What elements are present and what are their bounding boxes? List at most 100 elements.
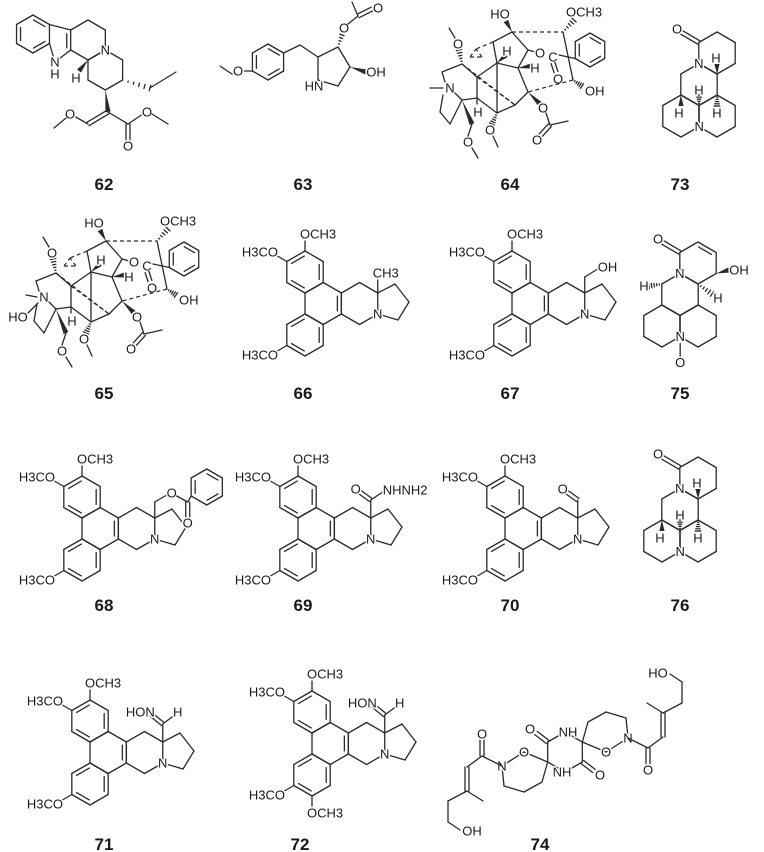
wedge-bond — [462, 100, 475, 125]
bond — [71, 699, 91, 712]
bond — [351, 1, 359, 17]
atom-label: O — [535, 46, 545, 61]
hashed-bond — [702, 286, 705, 290]
bond — [497, 255, 512, 265]
bond — [577, 508, 596, 519]
hashed-bond — [338, 36, 344, 40]
bond — [81, 538, 101, 551]
bond — [605, 711, 627, 719]
bond — [111, 276, 123, 302]
bond — [358, 281, 379, 294]
atom-label: H — [530, 61, 539, 76]
hashed-bond — [158, 237, 161, 240]
bond — [547, 313, 568, 326]
bond — [351, 538, 372, 551]
bond — [70, 271, 92, 287]
bond — [480, 344, 495, 354]
bond — [75, 791, 90, 801]
bond — [448, 27, 456, 39]
bond — [32, 14, 51, 26]
bond — [347, 753, 368, 766]
bond — [371, 706, 385, 718]
bond — [148, 270, 153, 282]
hashed-bond — [571, 17, 577, 23]
bond — [554, 61, 559, 73]
atom-label: OCH3 — [293, 452, 329, 467]
hashed-bond — [82, 331, 90, 335]
atom-label: O — [601, 745, 611, 760]
bond — [390, 526, 403, 546]
bond — [504, 506, 524, 519]
bond — [697, 335, 717, 348]
bond — [89, 730, 109, 743]
hashed-bond — [161, 232, 166, 236]
atom-label: CH3 — [373, 266, 399, 281]
compound-number-66: 66 — [294, 384, 313, 403]
atom-label: O — [595, 768, 605, 783]
bond — [605, 737, 629, 753]
bond — [117, 506, 138, 519]
bond — [32, 19, 46, 28]
bond — [496, 62, 519, 69]
bond — [267, 43, 285, 54]
bond — [48, 23, 72, 31]
bond — [290, 318, 305, 328]
bond — [152, 712, 165, 724]
atom-label: O — [65, 107, 75, 122]
atom-label: NH — [553, 765, 572, 780]
bond — [63, 506, 83, 519]
bond — [461, 97, 478, 101]
atom-label: H3CO — [19, 573, 55, 588]
wedge-bond — [105, 90, 111, 113]
bond — [643, 335, 663, 348]
bond — [697, 304, 717, 317]
bond — [404, 741, 417, 761]
hashed-bond — [579, 83, 585, 89]
atom-label: OCH3 — [566, 5, 602, 20]
bond — [182, 750, 195, 770]
bond — [333, 538, 354, 551]
bond — [63, 538, 83, 551]
bond — [311, 690, 331, 703]
bond — [490, 567, 505, 577]
bond — [33, 303, 38, 322]
bond — [54, 49, 72, 63]
hashed-bond — [647, 282, 651, 290]
bond — [679, 487, 699, 500]
hashed-bond — [159, 234, 163, 238]
atom-label: H — [71, 71, 80, 86]
bond — [75, 704, 90, 714]
hashed-bond — [709, 291, 715, 297]
bond — [190, 468, 208, 479]
bond — [297, 506, 317, 519]
bond — [698, 94, 718, 107]
compound-number-68: 68 — [95, 596, 114, 615]
dashed-bond — [63, 257, 71, 267]
atom-label: OH — [585, 84, 605, 99]
bond — [304, 344, 324, 357]
atom-label: N — [101, 43, 110, 58]
wedge-bond — [122, 301, 136, 315]
bond — [206, 473, 219, 481]
bond — [647, 736, 664, 749]
atom-label: H — [713, 291, 722, 306]
bond — [587, 711, 607, 723]
bond — [558, 506, 579, 519]
bond — [322, 281, 343, 294]
atom-label: H — [692, 476, 701, 491]
bond — [698, 31, 718, 44]
atom-label: H3CO — [19, 470, 55, 485]
bond — [377, 313, 399, 321]
bond — [558, 54, 576, 60]
bond — [545, 112, 551, 126]
wedge-bond — [56, 309, 69, 334]
compound-number-65: 65 — [95, 384, 114, 403]
atom-label: H — [639, 279, 648, 294]
hashed-bond — [50, 260, 57, 263]
bond — [537, 123, 550, 136]
bond — [71, 730, 91, 743]
compound-number-74: 74 — [531, 835, 550, 852]
atom-label: OCH3 — [500, 452, 536, 467]
bond — [565, 313, 586, 326]
